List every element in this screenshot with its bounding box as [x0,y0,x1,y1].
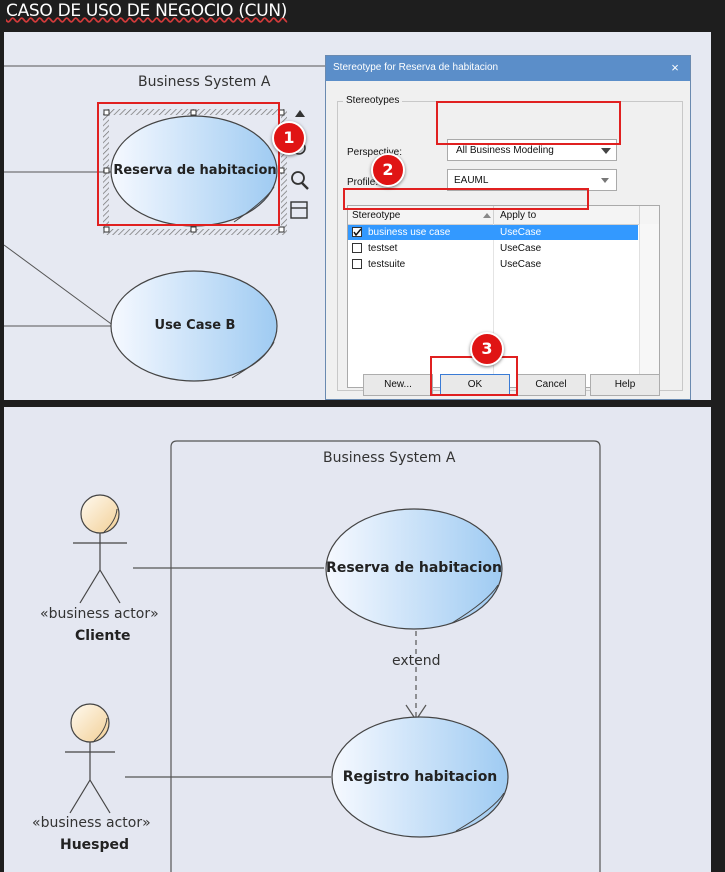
chevron-down-icon [601,178,609,183]
row-name: testsuite [368,259,406,270]
checkbox-checked[interactable] [352,227,362,237]
list-row-testset[interactable]: testset UseCase [348,241,638,256]
extend-label: extend [392,653,441,669]
row-apply-to: UseCase [500,227,542,238]
help-button[interactable]: Help [590,374,660,396]
list-header: Stereotype Apply to [348,206,659,225]
actor-huesped-name: Huesped [60,837,130,853]
list-row-business-use-case[interactable]: business use case UseCase [348,225,638,240]
usecase-reserva-ellipse[interactable] [325,508,503,630]
row-apply-to: UseCase [500,243,542,254]
col-stereotype[interactable]: Stereotype [352,210,401,221]
diagram-canvas-top[interactable]: Business System A Reserva de habitacion … [4,32,711,400]
chevron-down-icon [601,148,611,154]
usecase-selected-label: Reserva de habitacion [113,163,277,178]
boundary-label-top: Business System A [138,74,271,90]
diagram-canvas-bottom[interactable]: Business System A Reserva de habitacion … [4,407,711,872]
usecase-selected-ellipse[interactable] [110,115,278,227]
row-apply-to: UseCase [500,259,542,270]
actor-cliente-stereotype: «business actor» [40,606,159,622]
step-badge-1: 1 [272,121,306,155]
row-name: testset [368,243,398,254]
highlight-perspective [436,101,621,145]
actor-huesped-figure[interactable] [65,703,115,814]
dialog-title: Stereotype for Reserva de habitacion [333,62,499,73]
checkbox-unchecked[interactable] [352,243,362,253]
step-badge-3: 3 [470,332,504,366]
row-name: business use case [368,227,451,238]
actor-huesped-stereotype: «business actor» [32,815,151,831]
checkbox-unchecked[interactable] [352,259,362,269]
profile-select[interactable]: EAUML [447,169,617,191]
profile-value: EAUML [454,175,489,186]
perspective-value: All Business Modeling [456,145,554,156]
boundary-label-bottom: Business System A [323,450,456,466]
compartment-icon[interactable] [290,201,308,219]
col-apply-to[interactable]: Apply to [500,210,537,221]
usecase-reserva-label: Reserva de habitacion [326,560,502,576]
page-title: CASO DE USO DE NEGOCIO (CUN) [6,1,288,21]
quicklinker-arrow-icon[interactable] [295,110,305,117]
usecase-b-ellipse[interactable] [110,270,278,382]
dialog-titlebar: Stereotype for Reserva de habitacion × [326,56,690,81]
stereotype-list[interactable]: Stereotype Apply to business use case Us… [347,205,660,388]
actor-cliente-name: Cliente [75,628,131,644]
usecase-registro-ellipse[interactable] [331,716,509,838]
sort-up-icon [483,213,491,218]
highlight-ok [430,356,518,396]
profile-label: Profile: [347,177,379,188]
step-badge-2: 2 [371,153,405,187]
highlight-row [343,188,589,210]
usecase-registro-label: Registro habitacion [342,769,498,785]
list-row-testsuite[interactable]: testsuite UseCase [348,257,638,272]
perspective-label: Perspective: [347,147,403,158]
stereotypes-group-label: Stereotypes [343,95,403,106]
highlight-usecase [97,102,280,226]
diagram-lines-bottom [65,440,601,872]
close-icon[interactable]: × [671,60,679,75]
diagram-lines-top [4,65,325,382]
cancel-button[interactable]: Cancel [516,374,586,396]
usecase-b-label: Use Case B [154,318,236,333]
stereotype-dialog: Stereotype for Reserva de habitacion × S… [325,55,691,400]
zoom-icon[interactable] [291,171,309,190]
new-button[interactable]: New... [363,374,433,396]
system-boundary [170,440,601,872]
actor-cliente-figure[interactable] [73,494,127,604]
